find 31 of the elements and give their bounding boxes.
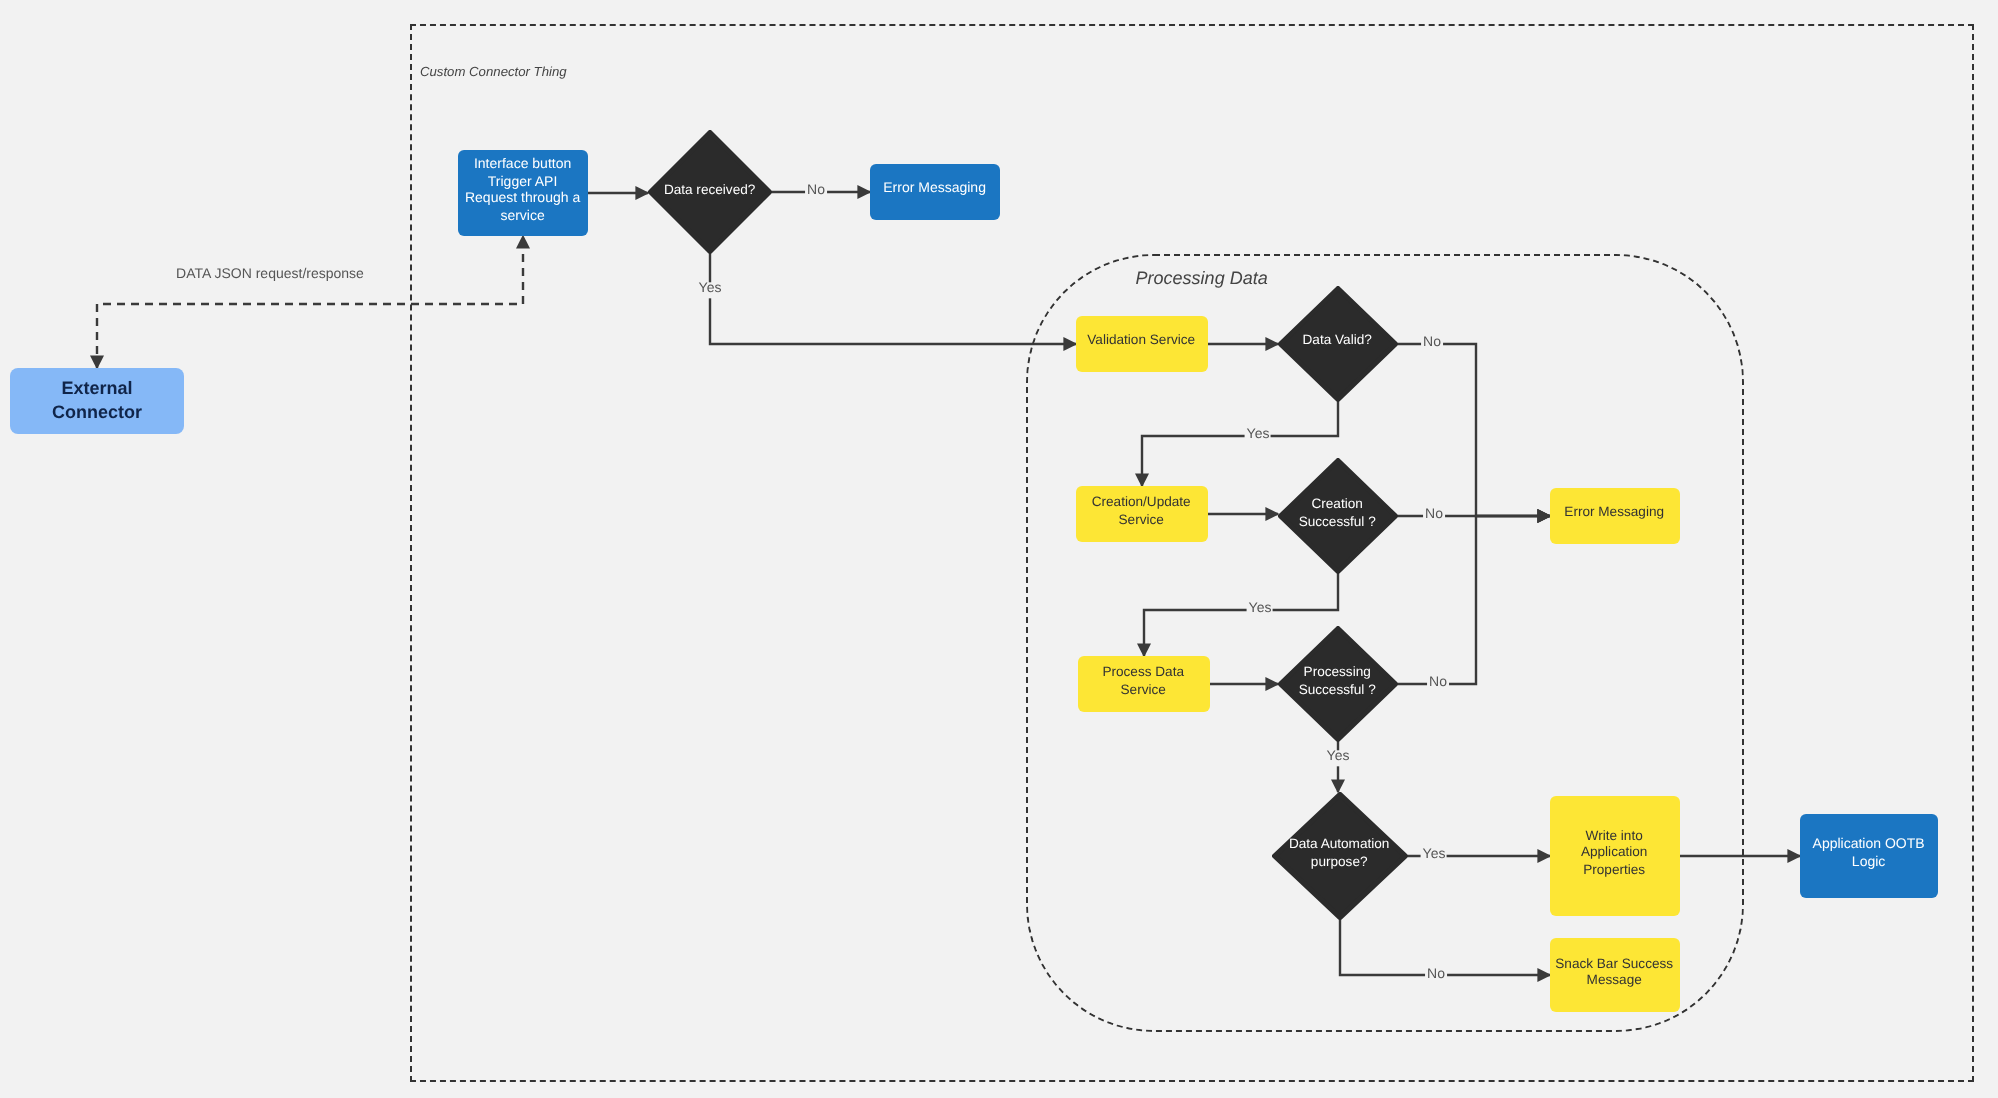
decision-diamond <box>1271 791 1408 920</box>
arrow <box>1408 849 1552 863</box>
arrow <box>1137 574 1340 658</box>
process-box <box>1799 813 1938 898</box>
process-box <box>10 368 184 434</box>
node-text: External Connector <box>50 378 144 424</box>
arrow <box>1210 677 1280 691</box>
arrow <box>1680 849 1802 863</box>
arrow <box>1398 509 1552 686</box>
process-box <box>1075 485 1208 542</box>
arrow <box>90 234 530 370</box>
arrow <box>1208 337 1280 351</box>
arrow <box>588 186 650 200</box>
arrow <box>1208 507 1280 521</box>
decision-diamond <box>1277 625 1398 742</box>
process-box <box>869 163 1000 220</box>
arrow <box>1135 402 1340 488</box>
decision-diamond <box>1277 457 1398 574</box>
process-box <box>1549 795 1680 916</box>
process-box <box>1549 937 1680 1012</box>
decision-diamond <box>647 129 772 254</box>
group-frame <box>410 24 1974 1082</box>
decision-diamond <box>1277 285 1398 402</box>
group-label: Processing Data <box>1135 267 1268 290</box>
process-box <box>1075 315 1208 372</box>
group-frame <box>1025 253 1744 1032</box>
arrow <box>772 185 872 199</box>
process-box <box>1549 487 1680 544</box>
arrow <box>708 254 1078 351</box>
arrow <box>1338 920 1552 982</box>
process-box <box>1077 655 1210 712</box>
